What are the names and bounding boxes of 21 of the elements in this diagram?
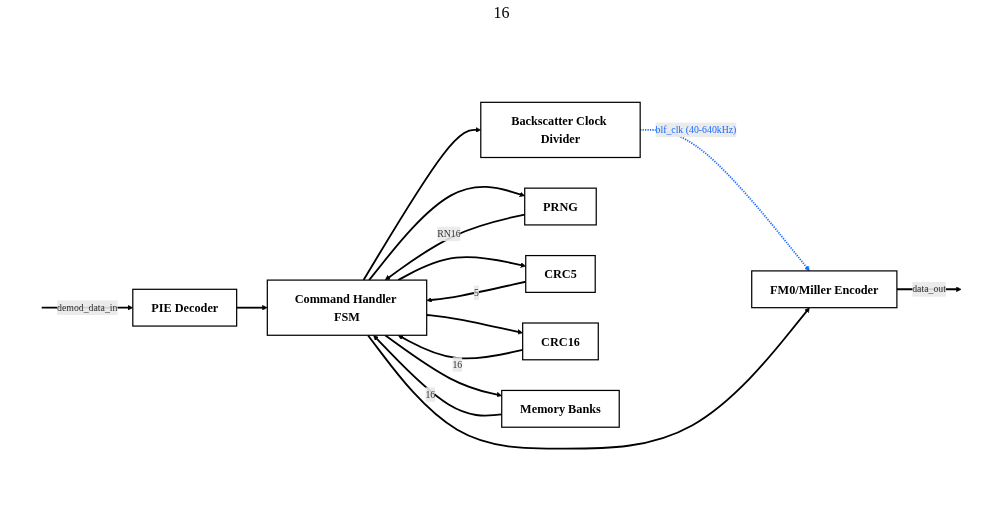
node-box: PIE Decoder: [132, 288, 238, 327]
arrow: [384, 213, 526, 281]
bus-width-label: 16: [493, 4, 510, 21]
edge-label: 16: [425, 388, 436, 400]
node-box: Command Handler FSM: [266, 279, 428, 336]
node-box: CRC16: [522, 322, 599, 361]
edge-label: RN16: [437, 228, 461, 239]
arrow: [368, 186, 525, 282]
arrow: [366, 307, 810, 450]
arrow: [397, 256, 526, 282]
node-box: FM0/Miller Encoder: [751, 270, 898, 309]
edge-label: data_out: [912, 283, 946, 295]
node-box: Backscatter Clock Divider: [480, 101, 641, 159]
node-box: CRC5: [525, 254, 596, 293]
edge-label: blf_clk (40-640kHz): [655, 124, 737, 135]
node-box: PRNG: [524, 187, 597, 226]
edge-label: 16: [452, 358, 463, 370]
edge-label: 5: [474, 287, 479, 298]
node-box: Memory Banks: [501, 389, 620, 428]
arrow: [384, 334, 502, 398]
edge-label: demod_data_in: [57, 302, 118, 313]
